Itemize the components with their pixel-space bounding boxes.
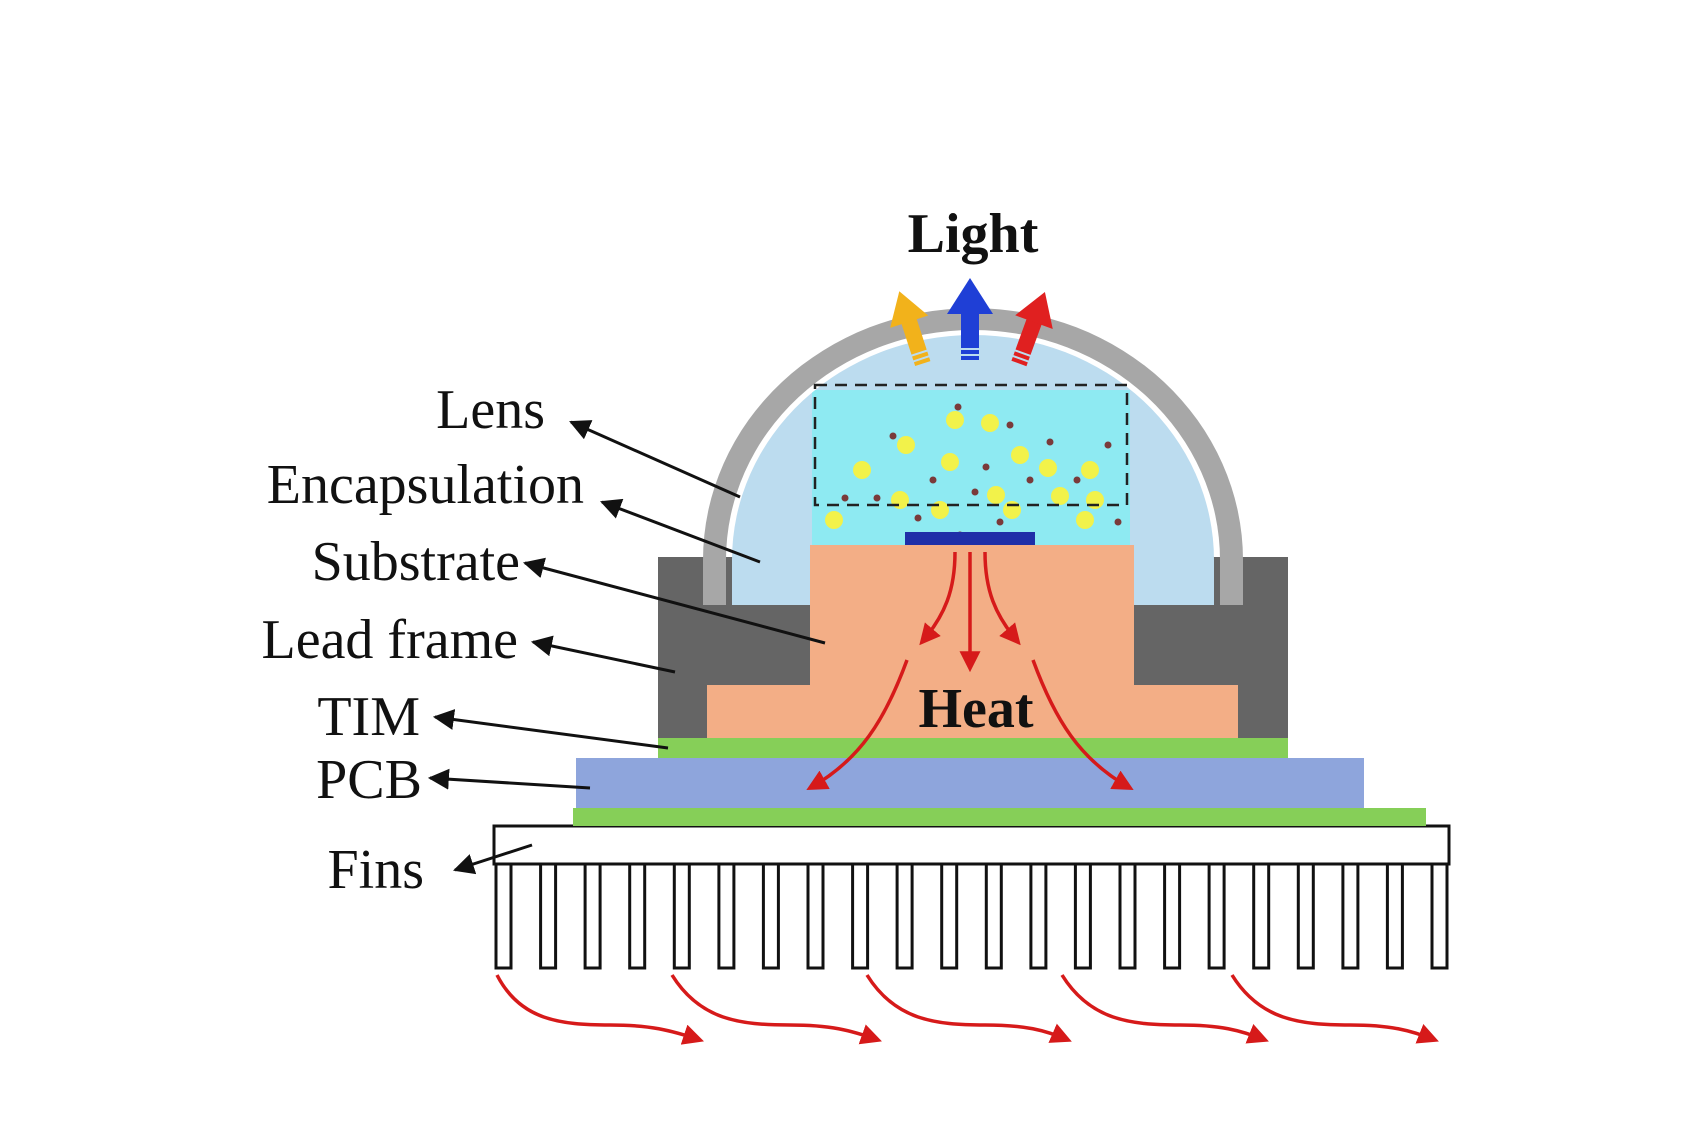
lead-frame-pointer xyxy=(530,635,676,674)
heat-label: Heat xyxy=(918,678,1033,740)
label-pointers xyxy=(427,420,826,875)
fin xyxy=(1207,862,1226,970)
light-arrow-red xyxy=(1011,292,1053,367)
lead-frame-left-step xyxy=(658,605,813,685)
phosphor-particle xyxy=(891,491,909,509)
light-arrows xyxy=(890,278,1053,367)
heat-arrow-left-short xyxy=(919,551,957,646)
phosphor-particle xyxy=(1011,446,1029,464)
pcb-label: PCB xyxy=(316,749,422,811)
fin xyxy=(1252,862,1271,970)
phosphor-particle xyxy=(1076,511,1094,529)
heat-arrows-fins xyxy=(495,974,1439,1045)
scatter-particle xyxy=(873,494,881,502)
scatter-particle xyxy=(1073,476,1081,484)
lens-label: Lens xyxy=(436,379,545,441)
light-arrow-blue xyxy=(947,278,993,360)
fin xyxy=(628,862,647,970)
scatter-particle xyxy=(841,494,849,502)
phosphor-particle xyxy=(1051,487,1069,505)
heat-sink-base xyxy=(492,824,1451,866)
substrate-label: Substrate xyxy=(312,531,520,593)
fin xyxy=(583,862,602,970)
scatter-particle xyxy=(982,463,990,471)
fin xyxy=(1029,862,1048,970)
heat-arrow-right-short xyxy=(983,551,1021,646)
phosphor-particle xyxy=(1086,491,1104,509)
fin xyxy=(895,862,914,970)
led-chip xyxy=(905,532,1035,545)
phosphor-particle xyxy=(941,453,959,471)
fins-label: Fins xyxy=(328,839,425,901)
encapsulation-pointer xyxy=(600,498,761,564)
phosphor-particle xyxy=(897,436,915,454)
scatter-particle xyxy=(1026,476,1034,484)
phosphor-particle xyxy=(987,486,1005,504)
phosphor-particle xyxy=(1003,501,1021,519)
phosphor-particle xyxy=(853,461,871,479)
fin xyxy=(1385,862,1404,970)
scatter-particle xyxy=(929,476,937,484)
scatter-particle xyxy=(1046,438,1054,446)
scatter-particle xyxy=(954,403,962,411)
encapsulation-label: Encapsulation xyxy=(267,454,584,516)
lens-pointer xyxy=(569,420,741,499)
scatter-particle xyxy=(1114,518,1122,526)
phosphor-particle xyxy=(981,414,999,432)
fin xyxy=(1073,862,1092,970)
fin xyxy=(851,862,870,970)
heat-arrows-internal xyxy=(806,551,1134,791)
fin xyxy=(1430,862,1449,970)
fin xyxy=(761,862,780,970)
fin xyxy=(1118,862,1137,970)
fin xyxy=(1296,862,1315,970)
fin xyxy=(539,862,558,970)
phosphor-particle xyxy=(946,411,964,429)
phosphor-particle xyxy=(1039,459,1057,477)
tim-pointer xyxy=(432,709,669,750)
lead-frame-right-step xyxy=(1132,605,1288,685)
scatter-particle xyxy=(971,488,979,496)
fin xyxy=(717,862,736,970)
fin xyxy=(1341,862,1360,970)
fins-group xyxy=(494,862,1449,970)
scatter-particle xyxy=(996,518,1004,526)
heat-arrow-right-long xyxy=(1031,659,1134,791)
substrate-pointer xyxy=(522,557,826,645)
pcb-layer xyxy=(576,758,1364,808)
fins-pointer xyxy=(453,843,533,875)
heat-arrow-left-long xyxy=(806,659,909,791)
scatter-particle xyxy=(914,514,922,522)
phosphor-particle xyxy=(931,501,949,519)
fin xyxy=(806,862,825,970)
fin xyxy=(494,862,513,970)
light-label: Light xyxy=(908,203,1039,265)
scatter-particle xyxy=(1006,421,1014,429)
substrate xyxy=(707,545,1238,738)
fin xyxy=(984,862,1003,970)
fin xyxy=(940,862,959,970)
lead-frame-label: Lead frame xyxy=(262,609,518,671)
phosphor-particle xyxy=(1081,461,1099,479)
scatter-particle xyxy=(1104,441,1112,449)
fin xyxy=(1163,862,1182,970)
tim-layer xyxy=(658,738,1288,758)
tim-lower-layer xyxy=(573,808,1426,826)
scatter-particle xyxy=(889,432,897,440)
light-arrow-yellow xyxy=(890,291,931,367)
fin xyxy=(672,862,691,970)
pcb-pointer xyxy=(427,768,591,790)
phosphor-dashed-box xyxy=(813,383,1129,507)
phosphor-particle xyxy=(825,511,843,529)
heat-sink xyxy=(492,824,1451,970)
tim-label: TIM xyxy=(317,686,420,748)
